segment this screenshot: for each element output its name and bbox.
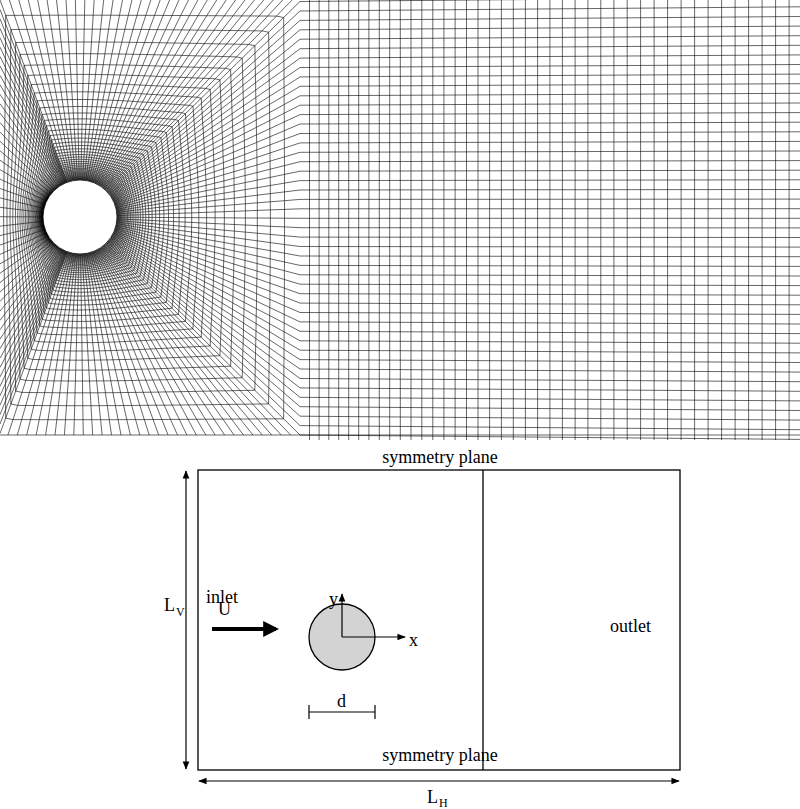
boundary-label: symmetry plane [382, 746, 497, 764]
axis-label: x [409, 631, 418, 649]
cylinder-hole [43, 180, 117, 254]
dimension-label: L [427, 788, 438, 806]
boundary-label: outlet [610, 617, 651, 635]
diameter-dimension [309, 711, 375, 712]
axis-label: y [329, 590, 338, 608]
dimension-label: L [164, 596, 175, 614]
y-axis [341, 594, 342, 637]
velocity-arrow [212, 627, 276, 631]
block-divider [482, 470, 483, 770]
x-axis [342, 636, 405, 637]
mesh-lines [0, 0, 800, 440]
dimension-tick [374, 705, 375, 719]
velocity-label: U [218, 600, 231, 618]
length-dimension [199, 780, 679, 781]
dimension-label: d [337, 692, 346, 710]
height-dimension [185, 471, 186, 769]
domain-boundary [198, 470, 680, 770]
computational-mesh [0, 0, 800, 440]
boundary-label: symmetry plane [382, 448, 497, 466]
dimension-subscript: V [176, 606, 185, 618]
dimension-subscript: H [439, 797, 448, 809]
dimension-tick [308, 705, 309, 719]
